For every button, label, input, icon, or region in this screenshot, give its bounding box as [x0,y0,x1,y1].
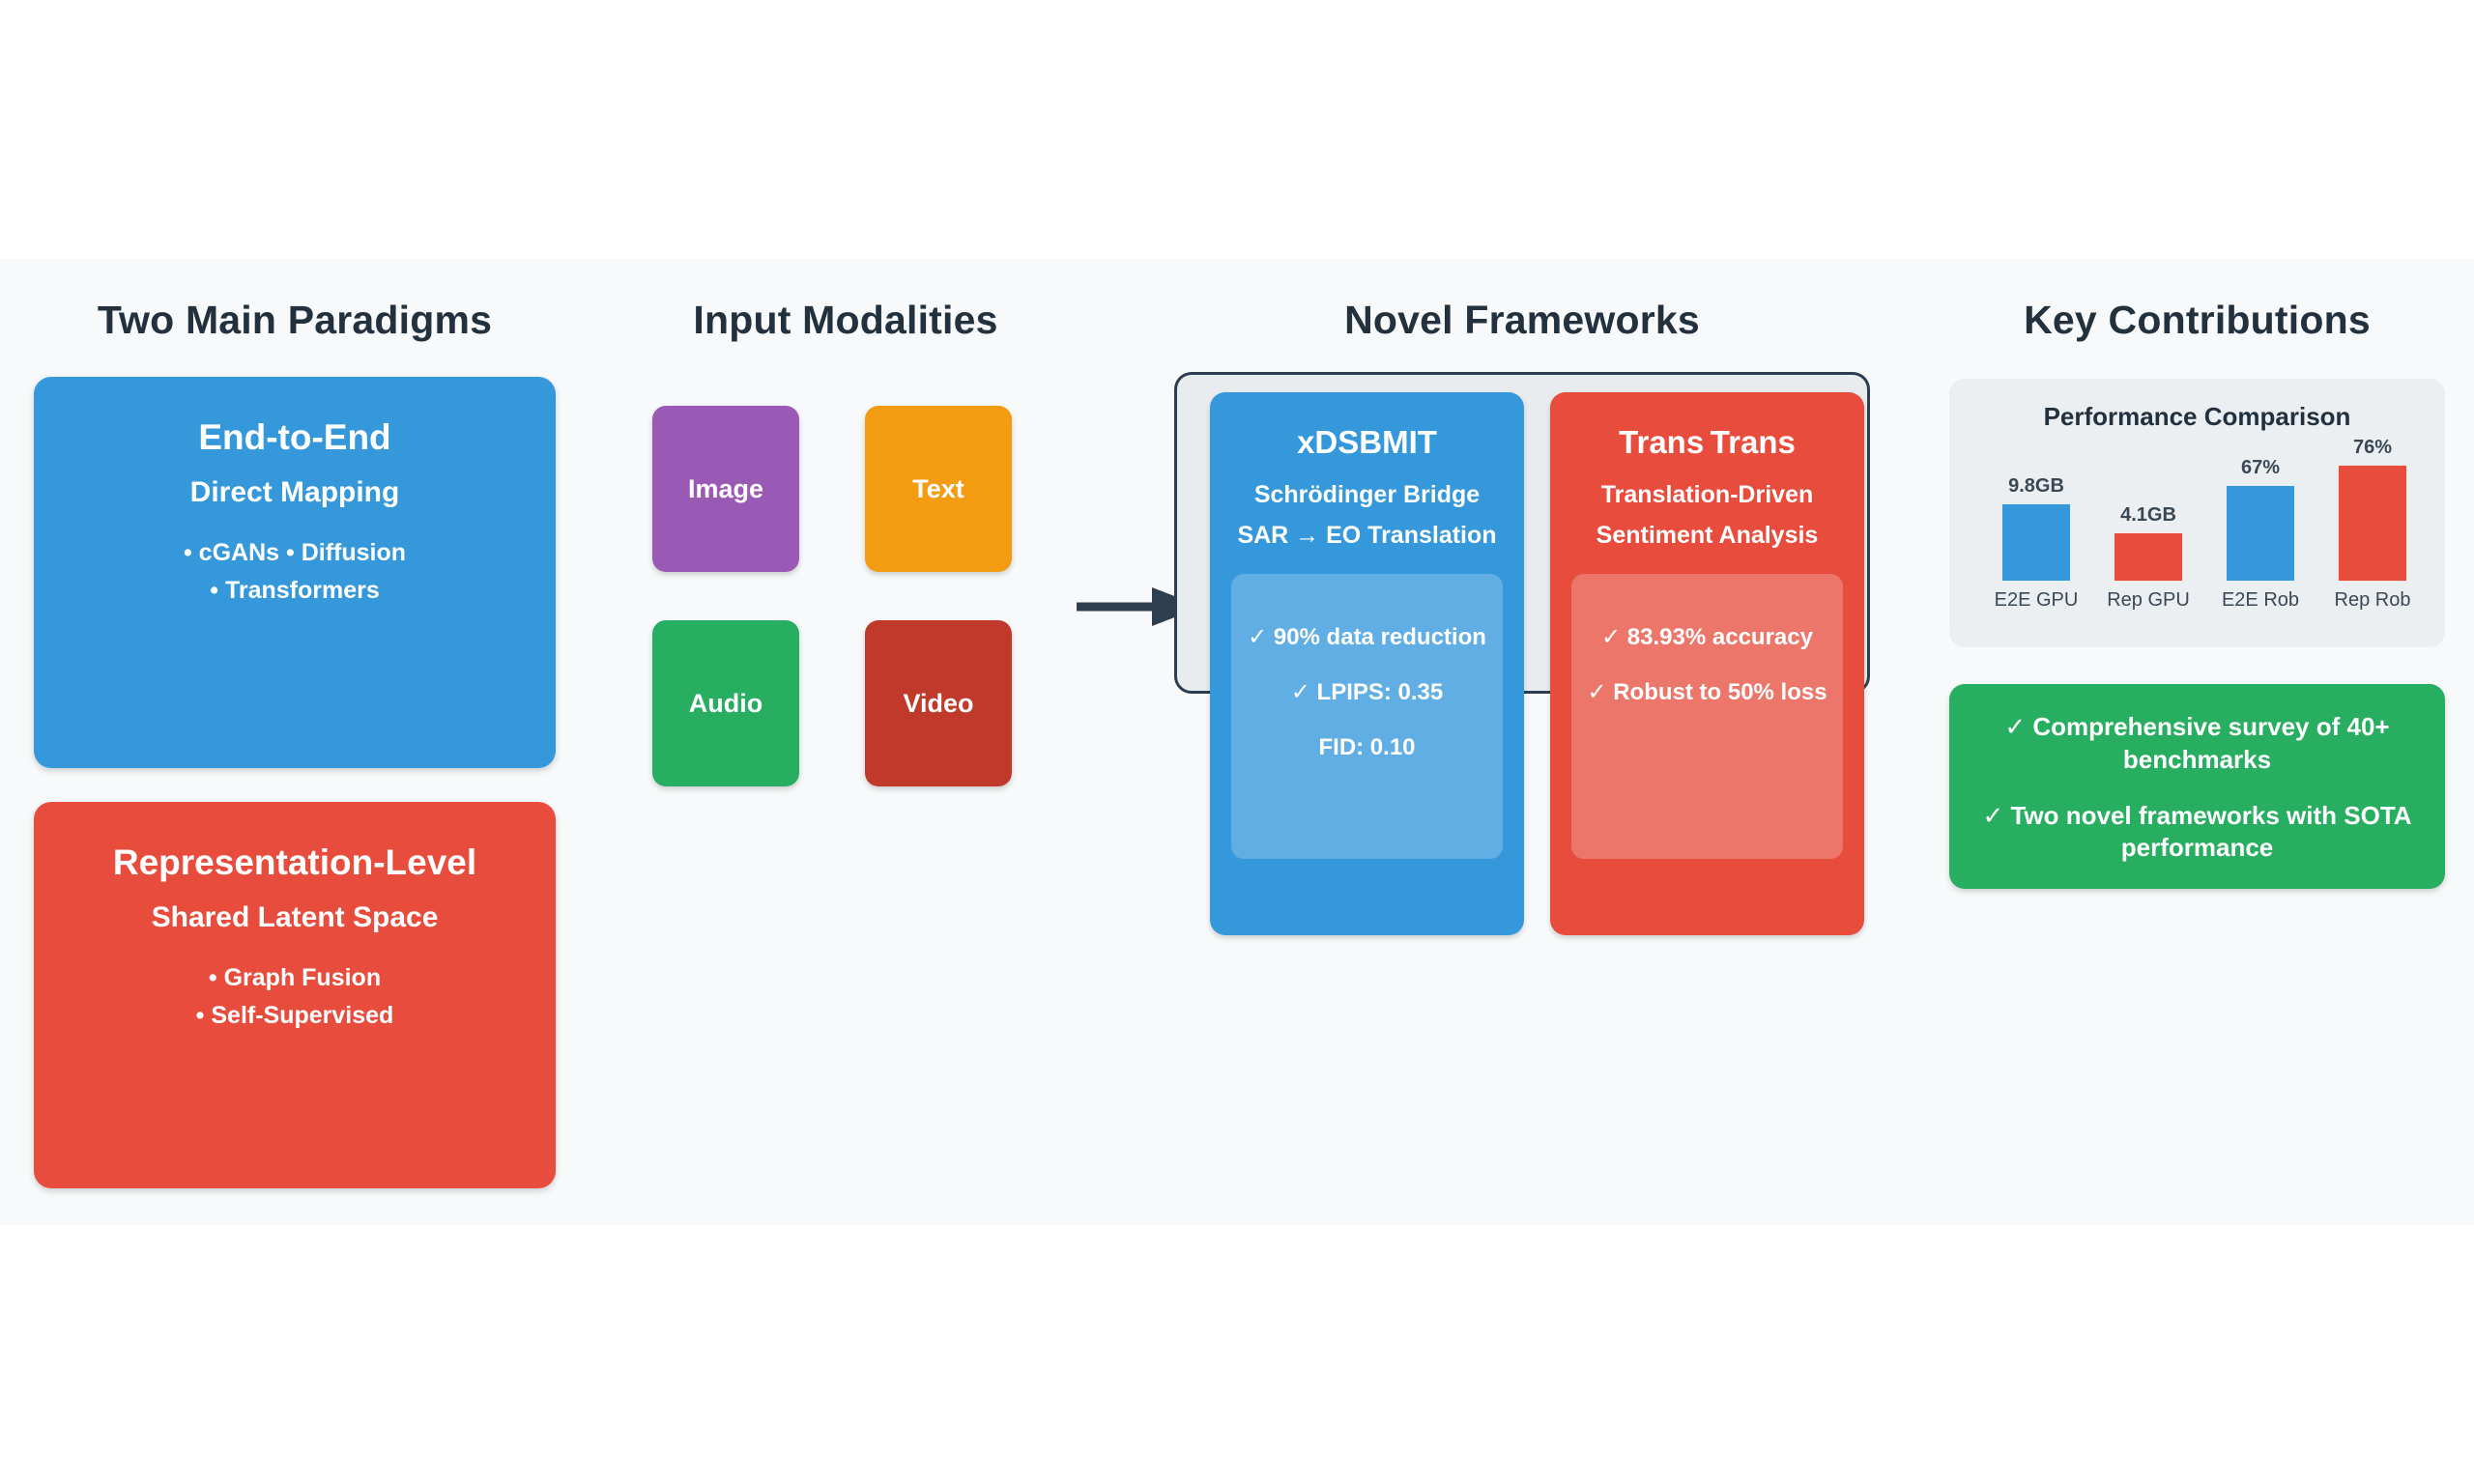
bar-rect[interactable] [2001,503,2071,582]
framework-subtitle: Translation-Driven [1600,480,1814,508]
paradigm-bullet: • Graph Fusion [208,964,382,992]
paradigm-card-end-to-end[interactable]: End-to-End Direct Mapping • cGANs • Diff… [34,377,556,768]
framework-metric: ✓ 83.93% accuracy [1601,624,1813,650]
paradigm-subtitle: Direct Mapping [189,475,400,508]
framework-card-xdsbmit[interactable]: xDSBMIT Schrödinger Bridge SAR → EO Tran… [1210,392,1524,935]
bar-group: 4.1GB Rep GPU [2107,454,2190,614]
bar-value-label: 4.1GB [2120,504,2176,526]
modality-label: Audio [688,688,763,718]
contribution-item: ✓ Comprehensive survey of 40+ benchmarks [2004,712,2390,774]
framework-metric: FID: 0.10 [1318,733,1416,760]
modality-tile-image[interactable]: Image [652,406,799,572]
paradigm-bullets: • cGANs • Diffusion • Transformers [34,534,556,610]
framework-subtitle2: Sentiment Analysis [1596,522,1819,550]
paradigm-bullets: • Graph Fusion • Self-Supervised [34,959,556,1035]
bar-value-label: 76% [2352,437,2393,458]
paradigm-title: End-to-End [198,417,391,457]
paradigm-title: Representation-Level [112,842,477,882]
modality-tile-audio[interactable]: Audio [652,620,799,786]
framework-metrics: ✓ 83.93% accuracy ✓ Robust to 50% loss [1571,574,1843,859]
paradigm-bullet: • Transformers [210,576,380,604]
modality-label: Video [903,688,974,718]
framework-metric: ✓ LPIPS: 0.35 [1290,678,1444,705]
contribution-item: ✓ Two novel frameworks with SOTA perform… [1982,800,2412,863]
bar-value-label: 67% [2240,457,2281,478]
diagram-canvas: Two Main Paradigms Input Modalities Nove… [0,259,2474,1225]
modality-label: Text [912,473,964,503]
paradigm-card-representation-level[interactable]: Representation-Level Shared Latent Space… [34,802,556,1188]
column-title-contributions: Key Contributions [2024,298,2371,342]
column-title-frameworks: Novel Frameworks [1344,298,1700,342]
bar-rect[interactable] [2338,465,2407,582]
framework-subtitle: Schrödinger Bridge [1253,480,1481,508]
modality-tile-video[interactable]: Video [865,620,1012,786]
framework-metric: ✓ Robust to 50% loss [1587,678,1827,705]
bar-category-label: E2E Rob [2221,589,2300,611]
column-title-modalities: Input Modalities [693,298,998,342]
framework-metrics: ✓ 90% data reduction ✓ LPIPS: 0.35 FID: … [1231,574,1503,859]
bar-group: 67% E2E Rob [2222,454,2299,614]
paradigm-bullet: • Self-Supervised [195,1001,394,1029]
key-contributions-box[interactable]: ✓ Comprehensive survey of 40+ benchmarks… [1949,684,2445,889]
bar-rect[interactable] [2114,532,2183,582]
bar-category-label: Rep GPU [2107,589,2190,611]
paradigm-bullet: • cGANs • Diffusion [183,539,407,567]
bar-group: 76% Rep Rob [2335,437,2411,614]
framework-title: xDSBMIT [1297,424,1437,460]
bar-rect[interactable] [2226,485,2295,582]
modality-tile-text[interactable]: Text [865,406,1012,572]
chart-title: Performance Comparison [2043,402,2351,431]
framework-title: Trans Trans [1619,424,1796,460]
modality-label: Image [687,473,764,503]
paradigm-subtitle: Shared Latent Space [151,900,439,933]
framework-subtitle2: SAR → EO Translation [1237,522,1497,550]
bar-value-label: 9.8GB [2008,475,2064,497]
bar-group: 9.8GB E2E GPU [1995,454,2079,614]
framework-card-transtrans[interactable]: Trans Trans Translation-Driven Sentiment… [1550,392,1864,935]
framework-metric: ✓ 90% data reduction [1248,624,1486,650]
bar-chart: 9.8GB E2E GPU 4.1GB Rep GPU 67% E2E Rob 76% Rep… [1995,437,2411,614]
bar-category-label: E2E GPU [1994,589,2079,611]
performance-comparison-panel: Performance Comparison 9.8GB E2E GPU 4.1GB… [1949,379,2445,647]
bar-category-label: Rep Rob [2334,589,2411,611]
column-title-paradigms: Two Main Paradigms [97,298,493,342]
